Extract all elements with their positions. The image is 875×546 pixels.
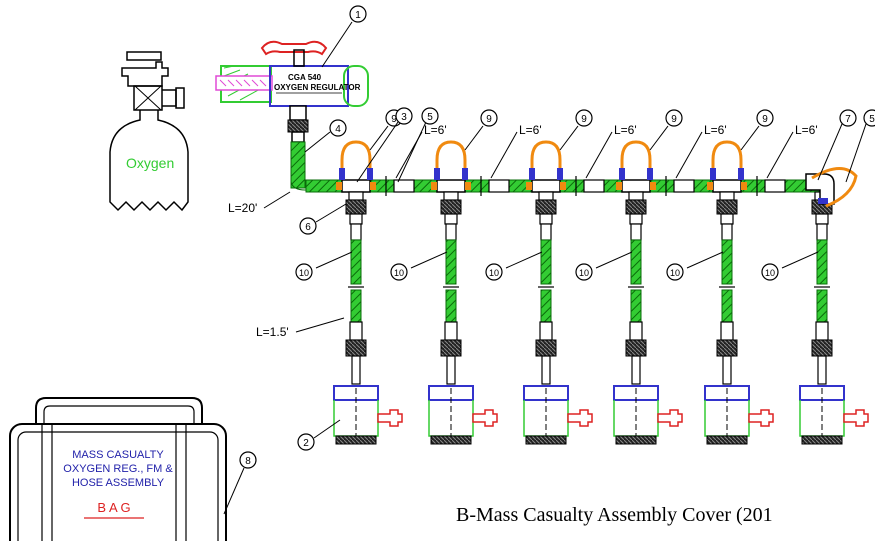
oxygen-cylinder: Oxygen <box>109 51 189 212</box>
callout-10: 10 <box>390 251 448 281</box>
callout-9: 9 <box>649 109 683 151</box>
bag-line-2: OXYGEN REG., FM & <box>63 463 173 475</box>
dim-segment-label: L=6' <box>424 123 447 137</box>
callout-4: 4 <box>304 119 347 153</box>
dim-segment-label: L=6' <box>704 123 727 137</box>
branch-assembly: 10 <box>761 191 869 445</box>
oxygen-regulator: CGA 540 OXYGEN REGULATOR <box>215 40 369 107</box>
dim-segment: L=6' <box>585 123 637 179</box>
dim-segment: L=6' <box>490 123 542 179</box>
dim-segment: L=6' <box>766 123 818 179</box>
dim-branch-label: L=1.5' <box>256 325 289 339</box>
callout-10-number: 10 <box>765 268 775 278</box>
end-elbow <box>805 167 858 208</box>
callout-9-number: 9 <box>581 114 587 125</box>
branch-assembly: 9L=6' 10 <box>295 109 447 445</box>
callout-9-number: 9 <box>762 114 768 125</box>
cylinder-label: Oxygen <box>126 155 174 171</box>
callout-5b-number: 5 <box>869 114 875 125</box>
dim-segment: L=6' <box>675 123 727 179</box>
callout-7: 7 <box>817 109 857 181</box>
dim-main-hose: L=20' <box>228 191 291 215</box>
callout-9: 9 <box>740 109 774 151</box>
callout-10-number: 10 <box>489 268 499 278</box>
callout-2-number: 2 <box>303 438 309 449</box>
callout-5: 5 <box>397 107 439 183</box>
callout-1-number: 1 <box>355 10 361 21</box>
callout-10-number: 10 <box>299 268 309 278</box>
dim-segment-label: L=6' <box>795 123 818 137</box>
bag-line-1: MASS CASUALTY <box>72 449 164 461</box>
callout-2: 2 <box>297 419 341 451</box>
dim-segment-label: L=6' <box>519 123 542 137</box>
bag-line-3: HOSE ASSEMBLY <box>72 477 165 489</box>
bag-label: B A G <box>97 500 130 515</box>
dim-segment-label: L=6' <box>614 123 637 137</box>
callout-8-number: 8 <box>245 456 251 467</box>
branch-assembly: 9L=6' 10 <box>575 109 727 445</box>
callout-3-number: 3 <box>401 112 407 123</box>
regulator-line-1: CGA 540 <box>288 73 322 82</box>
callout-9-number: 9 <box>671 114 677 125</box>
branch-assembly: 9L=6' 10 <box>485 109 637 445</box>
callout-9-number: 9 <box>486 114 492 125</box>
dim-main-hose-label: L=20' <box>228 201 257 215</box>
callout-5-number: 5 <box>427 112 433 123</box>
callout-10: 10 <box>485 251 543 281</box>
figure-caption: B-Mass Casualty Assembly Cover (201 <box>456 504 773 526</box>
dim-branch: L=1.5' <box>256 317 345 339</box>
callout-10-number: 10 <box>394 268 404 278</box>
callout-4-number: 4 <box>335 124 341 135</box>
callout-10: 10 <box>575 251 633 281</box>
callout-10-number: 10 <box>579 268 589 278</box>
branch-assembly: 9L=6' 10 <box>666 109 818 445</box>
callout-5b: 5 <box>845 109 875 183</box>
callout-10: 10 <box>666 251 724 281</box>
callout-6-number: 6 <box>305 222 311 233</box>
carry-bag: MASS CASUALTY OXYGEN REG., FM & HOSE ASS… <box>9 397 227 546</box>
callout-1: 1 <box>321 5 367 68</box>
callout-10: 10 <box>761 251 819 281</box>
callout-7-number: 7 <box>845 114 851 125</box>
callout-9: 9 <box>464 109 498 151</box>
callout-9-number: 9 <box>391 114 397 125</box>
callout-9: 9 <box>559 109 593 151</box>
callout-6: 6 <box>299 203 347 235</box>
callout-3: 3 <box>356 107 413 183</box>
branch-assembly: 9L=6' 10 <box>390 109 542 445</box>
callout-10: 10 <box>295 251 353 281</box>
callout-8: 8 <box>223 451 257 515</box>
callout-10-number: 10 <box>670 268 680 278</box>
main-supply-hose <box>287 105 309 191</box>
regulator-line-2: OXYGEN REGULATOR <box>274 83 361 92</box>
